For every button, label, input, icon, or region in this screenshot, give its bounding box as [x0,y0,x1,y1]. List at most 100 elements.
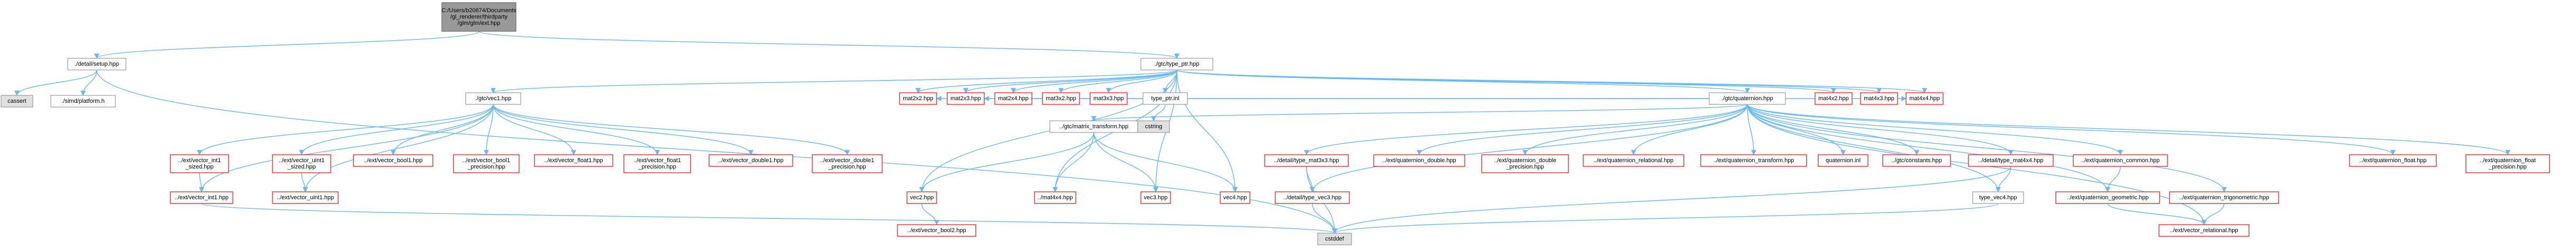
node-cassert[interactable]: cassert [1,95,33,108]
edge-quat-to-tmat4x4 [1747,104,2013,155]
node-vint1[interactable]: ../ext/vector_int1_sized.hpp [170,154,229,173]
node-label: ../ext/vector_uint1.hpp [277,194,334,201]
node-qcommon[interactable]: ../ext/quaternion_common.hpp [2073,154,2168,167]
node-m4x4[interactable]: mat4x4.hpp [1906,92,1944,105]
node-m2x3[interactable]: mat2x3.hpp [947,92,985,105]
node-label: ../detail/type_mat3x3.hpp [1274,157,1339,164]
node-label: ../ext/vector_float1 [633,157,681,164]
node-qrel[interactable]: ../ext/quaternion_relational.hpp [1583,154,1684,167]
node-vbool2[interactable]: ../ext/vector_bool2.hpp [897,224,976,237]
edge-quat-to-qfloat [1747,104,2396,155]
node-qfloat[interactable]: ../ext/quaternion_float.hpp [2349,154,2437,167]
node-tvec3[interactable]: ../detail/type_vec3.hpp [1275,191,1350,204]
node-m3x3[interactable]: mat3x3.hpp [1090,92,1128,105]
node-label: ../ext/quaternion_float [2480,157,2536,164]
node-cmath[interactable]: ./simd/platform.h [50,95,116,108]
node-label: cstring [1145,123,1162,130]
edge-quat-to-qcommon [1747,104,2123,155]
node-m2x2[interactable]: mat2x2.hpp [899,92,937,105]
node-box [1140,58,1213,70]
node-vuint1s[interactable]: ../ext/vector_uint1_sized.hpp [272,154,331,173]
node-tmat4x4[interactable]: ../detail/type_mat4x4.hpp [1968,154,2054,167]
node-qtrans[interactable]: ../ext/quaternion_transform.hpp [1700,154,1807,167]
node-m4x2[interactable]: mat4x2.hpp [1815,92,1853,105]
node-vuint1h[interactable]: ../ext/vector_uint1.hpp [272,191,339,204]
node-m3x2[interactable]: mat3x2.hpp [1042,92,1080,105]
node-box [441,2,516,32]
node-m2x4[interactable]: mat2x4.hpp [994,92,1032,105]
node-vec1[interactable]: ./gtc/vec1.hpp [465,92,521,105]
node-label: ../ext/vector_bool1.hpp [364,157,422,164]
node-mtrans[interactable]: ../gtc/matrix_transform.hpp [1049,120,1138,133]
node-m4x3[interactable]: mat4x3.hpp [1860,92,1898,105]
node-box [50,95,116,108]
edge-mtrans-to-vec4 [1093,132,1238,192]
node-tmat3x3[interactable]: ../detail/type_mat3x3.hpp [1264,154,1349,167]
node-box [906,191,937,204]
node-qdouble[interactable]: ../ext/quaternion_double.hpp [1373,154,1465,167]
node-setup[interactable]: ./detail/setup.hpp [67,58,126,70]
node-vdouble1p[interactable]: ../ext/vector_double1_precision.hpp [812,154,883,173]
node-label: mat4x2.hpp [1818,95,1848,102]
node-vec3[interactable]: vec3.hpp [1140,191,1171,204]
node-tvec4[interactable]: type_vec4.hpp [1972,191,2024,204]
edge-vint1-to-vint1h [199,172,204,192]
node-qfloatp[interactable]: ../ext/quaternion_float_precision.hpp [2465,154,2550,173]
node-typeptrinl[interactable]: type_ptr.inl [1142,92,1188,105]
node-consts[interactable]: ../gtc/constants.hpp [1882,154,1951,167]
node-cstring[interactable]: cstring [1137,120,1170,133]
node-vbool1p[interactable]: ../ext/vector_bool1_precision.hpp [453,154,520,173]
node-label: ../detail/type_mat4x4.hpp [1979,157,2044,164]
node-box [534,154,613,167]
node-box [947,92,985,105]
node-box [1882,154,1951,167]
node-label: ../ext/vector_double1 [820,157,874,164]
node-label: _precision.hpp [1505,164,1544,170]
node-label: _precision.hpp [638,164,676,170]
node-box [465,92,521,105]
node-label: ./gtc/type_ptr.hpp [1155,61,1199,67]
edge-root-to-typeptr [478,31,1180,59]
node-label: ../ext/quaternion_float.hpp [2359,157,2426,164]
node-label: ../ext/vector_relational.hpp [2170,227,2238,234]
node-box [1373,154,1465,167]
node-label: ../gtc/matrix_transform.hpp [1059,123,1129,130]
node-label: vec4.hpp [1223,194,1247,201]
node-qgeom[interactable]: ../ext/quaternion_geometric.hpp [2055,191,2160,204]
node-label: ../ext/quaternion_transform.hpp [1713,157,1794,164]
edge-typeptr-to-m4x2 [1176,69,1836,93]
node-root[interactable]: C:/Users/b20674/Documents/gl_renderer/th… [441,2,516,32]
node-box [1818,154,1868,167]
edge-quat-to-qdoublep [1522,104,1748,155]
edge-qtrig-to-vrel [2201,203,2225,225]
node-cstddef[interactable]: cstddef [1317,233,1352,245]
edge-qcommon-to-qgeom [2105,166,2121,192]
edge-typeptr-to-m4x4 [1176,69,1927,93]
edge-tmat4x4-to-cstddef [1332,166,2011,234]
node-vint1h[interactable]: ../ext/vector_int1.hpp [170,191,233,204]
edge-typeptr-to-m2x2 [915,69,1177,93]
node-vec2[interactable]: vec2.hpp [906,191,937,204]
node-qtrig[interactable]: ../ext/quaternion_trigonometric.hpp [2169,191,2279,204]
node-label: _precision.hpp [828,164,866,170]
node-box [2349,154,2437,167]
node-vec4[interactable]: vec4.hpp [1220,191,1250,204]
node-qinl[interactable]: quaternion.inl [1818,154,1868,167]
node-label: type_vec4.hpp [1979,194,2017,201]
node-vfloat1p[interactable]: ../ext/vector_float1_precision.hpp [623,154,691,173]
node-vfloat1[interactable]: ../ext/vector_float1.hpp [534,154,613,167]
node-quat[interactable]: ./gtc/quaternion.hpp [1709,92,1786,105]
node-typeptr[interactable]: ./gtc/type_ptr.hpp [1140,58,1213,70]
edge-vec1-to-vfloat1p [493,104,660,155]
node-box [272,154,331,173]
node-vrel[interactable]: ../ext/vector_relational.hpp [2158,224,2250,237]
node-box [1090,92,1128,105]
node-label: ./simd/platform.h [61,98,104,104]
node-vbool1[interactable]: ../ext/vector_bool1.hpp [353,154,433,167]
node-mat4x4b[interactable]: ../mat4x4.hpp [1034,191,1076,204]
node-box [1049,120,1138,133]
node-label: mat2x3.hpp [950,95,981,102]
node-vdouble1[interactable]: ../ext/vector_double1.hpp [709,154,793,167]
node-qdoublep[interactable]: ../ext/quaternion_double_precision.hpp [1481,154,1569,173]
node-box [1275,191,1350,204]
